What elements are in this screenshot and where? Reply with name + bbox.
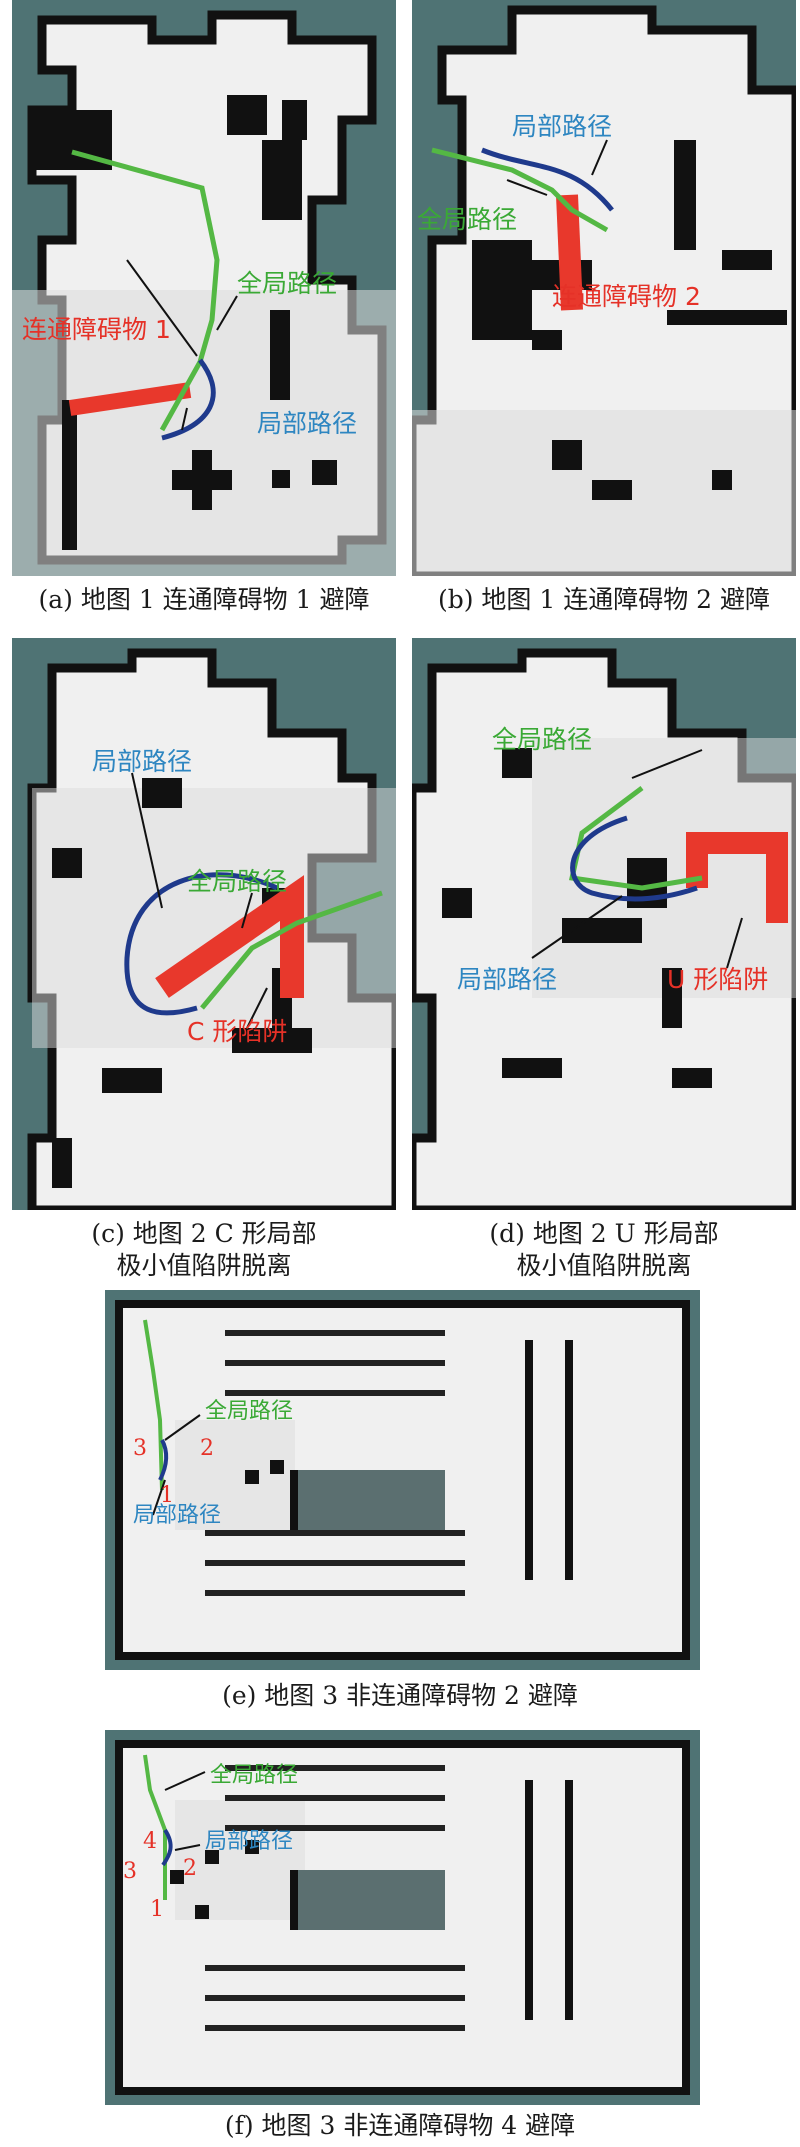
obstacle-number-3: 3 xyxy=(123,1859,137,1884)
caption-a: (a) 地图 1 连通障碍物 1 避障 xyxy=(38,585,370,614)
local-path xyxy=(481,147,614,212)
global-path xyxy=(431,147,609,233)
global-path-label: 全局路径 xyxy=(187,867,287,896)
local-path xyxy=(124,872,279,1016)
caption-c: (c) 地图 2 C 形局部 极小值陷阱脱离 xyxy=(12,1218,396,1282)
local-path-label: 局部路径 xyxy=(457,965,557,994)
global-path xyxy=(71,149,220,432)
local-path-label: 局部路径 xyxy=(133,1503,221,1528)
caption-c-line1: (c) 地图 2 C 形局部 xyxy=(91,1219,317,1248)
obstacle-label: 连通障碍物 2 xyxy=(552,282,701,311)
global-path-label: 全局路径 xyxy=(237,269,337,298)
connected-obstacle-2 xyxy=(556,194,583,311)
local-path-label: 局部路径 xyxy=(512,112,612,141)
global-path-label: 全局路径 xyxy=(417,205,517,234)
local-path xyxy=(158,1439,169,1481)
global-path-label: 全局路径 xyxy=(492,725,592,754)
obstacle-number-2: 2 xyxy=(200,1436,214,1461)
trap-label: U 形陷阱 xyxy=(667,965,768,994)
map-panel-a: 全局路径 连通障碍物 1 局部路径 xyxy=(12,0,396,576)
global-path-label: 全局路径 xyxy=(205,1399,293,1424)
obstacle-number-4: 4 xyxy=(143,1829,157,1854)
occupancy-map-a: 全局路径 连通障碍物 1 局部路径 xyxy=(12,10,396,576)
obstacle-number-2: 2 xyxy=(183,1856,197,1881)
map-panel-d: 全局路径 局部路径 U 形陷阱 xyxy=(412,638,796,1210)
occupancy-map-d: 全局路径 局部路径 U 形陷阱 xyxy=(412,648,796,1210)
connected-obstacle-1 xyxy=(68,382,192,416)
global-path-label: 全局路径 xyxy=(210,1763,298,1788)
c-trap-obstacle xyxy=(155,875,304,998)
local-path-label: 局部路径 xyxy=(205,1829,293,1854)
trap-label: C 形陷阱 xyxy=(187,1017,287,1046)
caption-d: (d) 地图 2 U 形局部 极小值陷阱脱离 xyxy=(412,1218,796,1282)
map-panel-b: 局部路径 全局路径 连通障碍物 2 xyxy=(412,0,796,576)
obstacle-label: 连通障碍物 1 xyxy=(22,315,171,344)
obstacle-number-1: 1 xyxy=(160,1483,174,1508)
global-path xyxy=(143,1319,164,1491)
map-panel-e: 全局路径 局部路径 3 2 1 xyxy=(105,1290,700,1670)
obstacle-number-1: 1 xyxy=(150,1897,164,1922)
map-panel-f: 全局路径 局部路径 4 3 2 1 xyxy=(105,1730,700,2105)
caption-f: (f) 地图 3 非连通障碍物 4 避障 xyxy=(224,2111,576,2140)
global-path xyxy=(568,786,703,891)
occupancy-map-b: 局部路径 全局路径 连通障碍物 2 xyxy=(412,5,796,576)
local-path xyxy=(161,358,216,441)
local-path-label: 局部路径 xyxy=(92,747,192,776)
local-path-label: 局部路径 xyxy=(257,409,357,438)
caption-d-line1: (d) 地图 2 U 形局部 xyxy=(489,1219,719,1248)
occupancy-map-f: 全局路径 局部路径 4 3 2 1 xyxy=(115,1740,690,2095)
u-trap-obstacle xyxy=(686,832,788,923)
map-panel-c: 局部路径 全局路径 C 形陷阱 xyxy=(12,638,396,1210)
caption-e: (e) 地图 3 非连通障碍物 2 避障 xyxy=(222,1681,578,1710)
caption-b: (b) 地图 1 连通障碍物 2 避障 xyxy=(437,585,771,614)
occupancy-map-e: 全局路径 局部路径 3 2 1 xyxy=(115,1300,690,1660)
obstacle-number-3: 3 xyxy=(133,1436,147,1461)
caption-c-line2: 极小值陷阱脱离 xyxy=(116,1251,292,1280)
global-path xyxy=(200,890,383,1010)
occupancy-map-c: 局部路径 全局路径 C 形陷阱 xyxy=(27,648,396,1210)
caption-d-line2: 极小值陷阱脱离 xyxy=(516,1251,692,1280)
local-path xyxy=(570,815,698,902)
local-path xyxy=(161,1828,173,1867)
